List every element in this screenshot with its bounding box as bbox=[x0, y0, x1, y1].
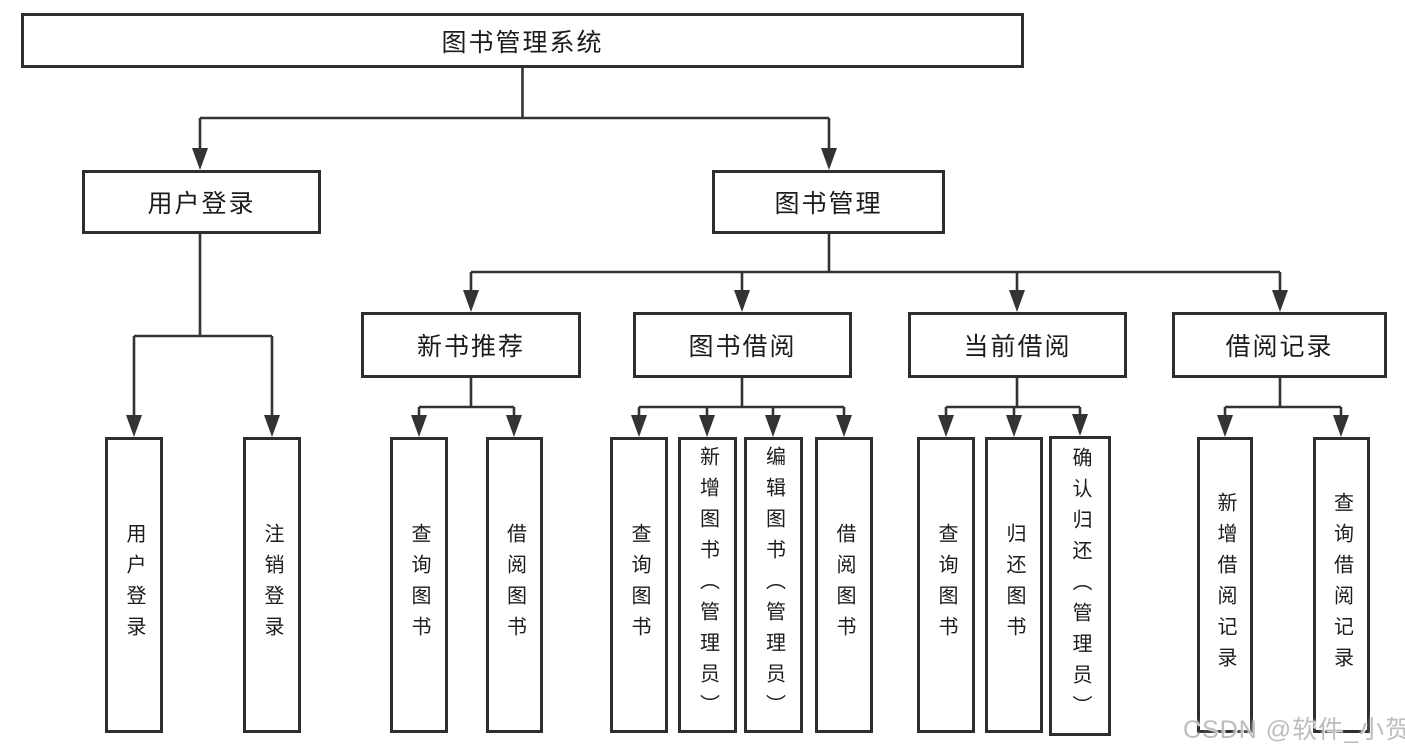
node-label: 借阅图书 bbox=[833, 523, 855, 647]
node-label: 借阅记录 bbox=[1225, 333, 1334, 361]
node-borrow-records: 借阅记录 bbox=[1172, 312, 1387, 378]
node-current-borrowing: 当前借阅 bbox=[908, 312, 1127, 378]
node-label: 当前借阅 bbox=[963, 333, 1072, 361]
leaf-newbooks-query-books: 查询图书 bbox=[390, 437, 448, 733]
node-label: 用户登录 bbox=[123, 523, 145, 647]
node-label: 新增图书（管理员） bbox=[696, 445, 719, 725]
node-book-borrowing: 图书借阅 bbox=[633, 312, 852, 378]
node-label: 编辑图书（管理员） bbox=[762, 445, 785, 725]
leaf-user-login: 用户登录 bbox=[105, 437, 163, 733]
node-new-book-recommend: 新书推荐 bbox=[361, 312, 581, 378]
node-label: 新增借阅记录 bbox=[1214, 492, 1236, 678]
node-label: 用户登录 bbox=[147, 190, 256, 218]
node-label: 图书管理系统 bbox=[441, 28, 604, 57]
node-book-management: 图书管理 bbox=[712, 170, 945, 234]
node-label: 查询借阅记录 bbox=[1330, 492, 1353, 678]
node-user-login: 用户登录 bbox=[82, 170, 321, 234]
node-label: 新书推荐 bbox=[416, 333, 525, 361]
node-library-system: 图书管理系统 bbox=[21, 13, 1024, 68]
leaf-logout-login: 注销登录 bbox=[243, 437, 301, 733]
leaf-borrowing-borrow-books: 借阅图书 bbox=[815, 437, 873, 733]
node-label: 图书借阅 bbox=[688, 333, 797, 361]
leaf-newbooks-borrow-books: 借阅图书 bbox=[486, 437, 543, 733]
node-label: 查询图书 bbox=[628, 523, 650, 647]
csdn-watermark: CSDN @软件_小贺同学 bbox=[1183, 716, 1405, 744]
leaf-borrowing-query-books: 查询图书 bbox=[610, 437, 668, 733]
leaf-borrowing-edit-books-admin: 编辑图书（管理员） bbox=[744, 437, 803, 733]
leaf-current-return-books: 归还图书 bbox=[985, 437, 1043, 733]
node-label: 查询图书 bbox=[408, 523, 430, 647]
leaf-current-query-books: 查询图书 bbox=[917, 437, 975, 733]
node-label: 查询图书 bbox=[935, 523, 957, 647]
leaf-records-add-borrow-record: 新增借阅记录 bbox=[1197, 437, 1253, 733]
node-label: 借阅图书 bbox=[503, 523, 526, 647]
node-label: 注销登录 bbox=[261, 523, 283, 647]
node-label: 确认归还（管理员） bbox=[1069, 446, 1091, 726]
leaf-records-query-borrow-record: 查询借阅记录 bbox=[1313, 437, 1370, 733]
leaf-borrowing-add-books-admin: 新增图书（管理员） bbox=[678, 437, 737, 733]
node-label: 图书管理 bbox=[774, 190, 883, 218]
leaf-current-confirm-return-admin: 确认归还（管理员） bbox=[1049, 436, 1111, 736]
node-label: 归还图书 bbox=[1003, 523, 1025, 647]
